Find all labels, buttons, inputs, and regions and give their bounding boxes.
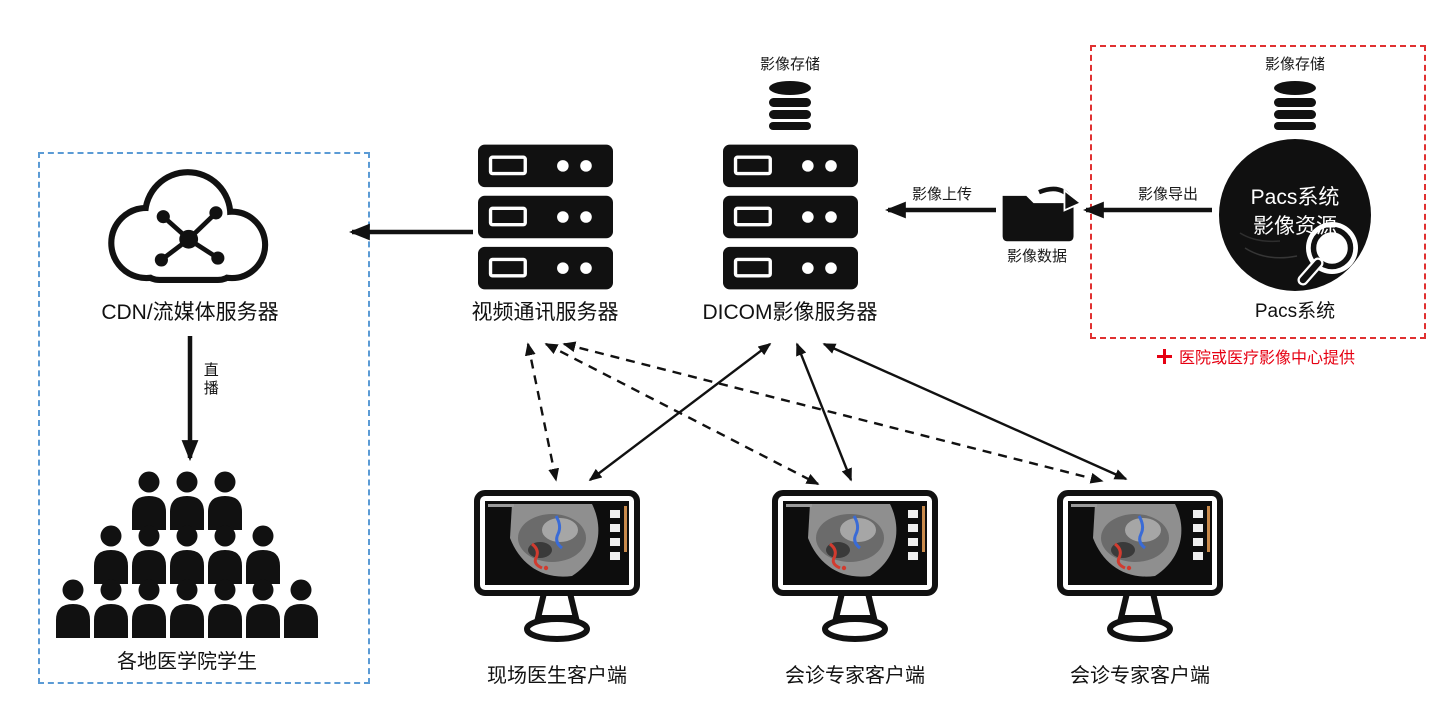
client3-monitor-icon: [1055, 488, 1225, 643]
dicom-storage-icon: [769, 81, 811, 130]
pacs-storage-icon: [1274, 81, 1316, 130]
image-export-label: 影像导出: [1137, 186, 1198, 203]
link-videoserver-client3: [562, 341, 1104, 484]
image-upload-label: 影像上传: [911, 186, 972, 203]
client1-label: 现场医生客户端: [487, 665, 627, 687]
dicom-storage-label: 影像存储: [759, 56, 820, 73]
broadcast-group-box: [38, 152, 370, 684]
students-label: 各地医学院学生: [117, 651, 257, 673]
pacs-circle-line1: Pacs系统: [1250, 186, 1340, 209]
link-dicom-client1: [588, 343, 772, 481]
dicom-server-icon: [723, 142, 858, 292]
image-data-folder-icon: [1002, 184, 1079, 242]
pacs-system-label: Pacs系统: [1254, 301, 1336, 322]
video-server-label: 视频通讯服务器: [471, 301, 619, 324]
link-videoserver-client2: [544, 342, 820, 486]
cdn-server-label: CDN/流媒体服务器: [101, 301, 279, 324]
hospital-pacs-group-box: [1090, 45, 1426, 339]
pacs-circle-line2: 影像资源: [1253, 215, 1337, 239]
video-server-icon: [478, 142, 613, 292]
client2-label: 会诊专家客户端: [785, 665, 925, 687]
client2-monitor-icon: [770, 488, 940, 643]
provider-note: 医院或医疗影像中心提供: [1090, 344, 1422, 368]
link-videoserver-client1: [524, 342, 560, 482]
cdn-cloud-icon: [108, 169, 269, 283]
image-data-label: 影像数据: [1006, 248, 1067, 265]
client3-label: 会诊专家客户端: [1070, 665, 1210, 687]
pacs-system-icon: [1219, 139, 1371, 291]
client1-monitor-icon: [472, 488, 642, 643]
pacs-circle-text: Pacs系统 影像资源: [1225, 183, 1365, 242]
link-dicom-client2: [795, 342, 853, 482]
magnifier-icon: [1297, 222, 1358, 286]
pacs-storage-label: 影像存储: [1264, 56, 1325, 73]
live-broadcast-label: 直播: [201, 362, 219, 398]
plus-icon: [1156, 348, 1172, 364]
dicom-server-label: DICOM影像服务器: [702, 301, 878, 324]
link-dicom-client3: [822, 342, 1128, 481]
students-crowd-icon: [56, 471, 318, 638]
provider-note-text: 医院或医疗影像中心提供: [1178, 350, 1355, 367]
